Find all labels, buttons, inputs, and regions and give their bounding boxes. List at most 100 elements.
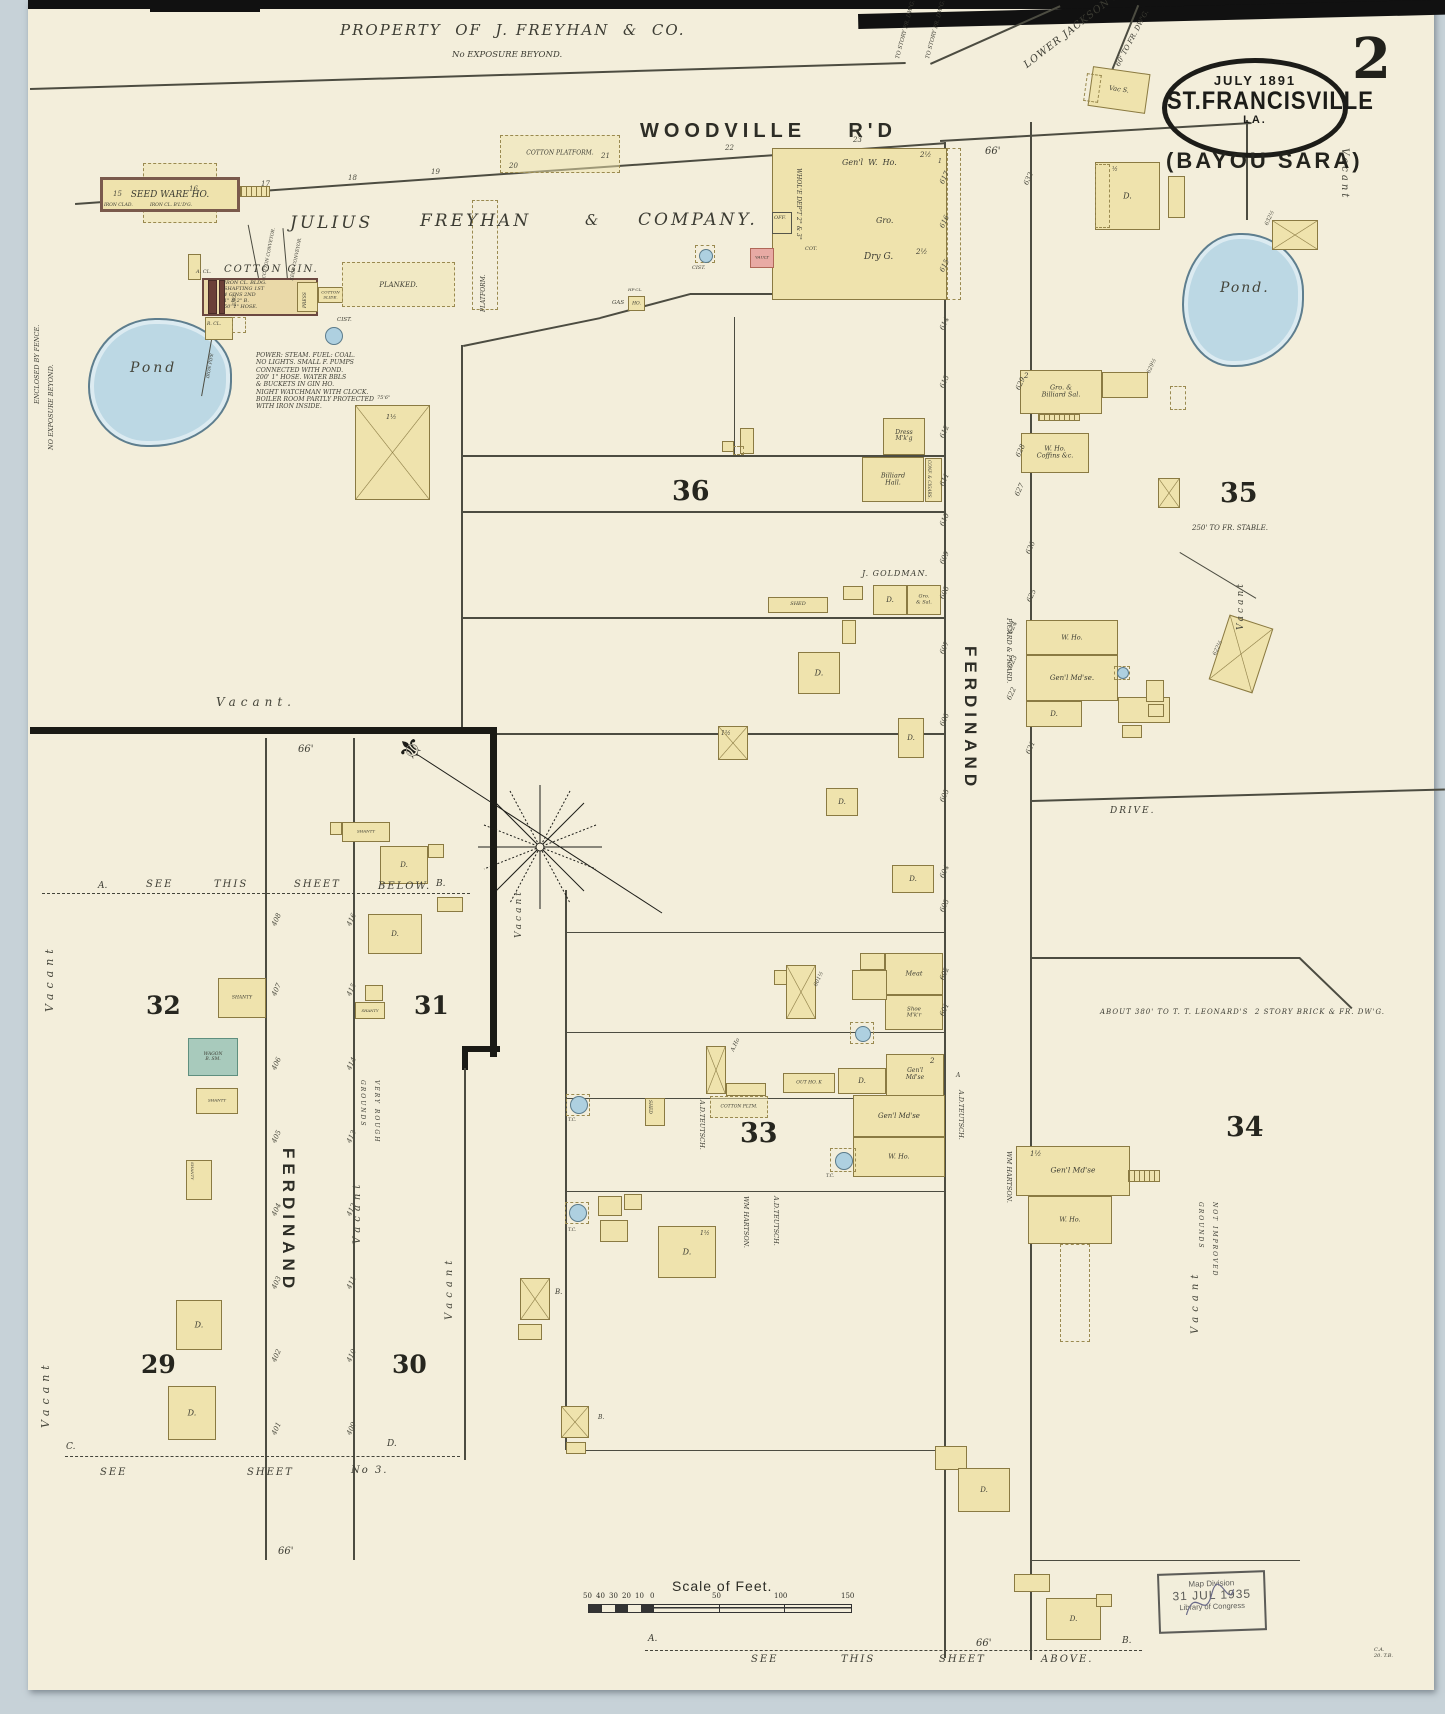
- building: [428, 844, 444, 858]
- building: [518, 1324, 542, 1340]
- building: [772, 212, 792, 234]
- map-label: 413: [345, 1128, 358, 1145]
- map-label: Vacant: [43, 944, 56, 1012]
- building: [726, 1083, 766, 1096]
- building: D.: [176, 1300, 222, 1350]
- building: D.: [1046, 1598, 1101, 1640]
- map-label: 75'6": [377, 395, 391, 401]
- cistern-block33: [855, 1026, 871, 1042]
- building-label: WAGON B. SM.: [203, 1051, 223, 1062]
- map-label: PRESS: [303, 292, 308, 308]
- building: [437, 897, 463, 912]
- building-label: SHANTY: [357, 828, 375, 834]
- map-label: 414: [345, 1055, 358, 1072]
- crossed-mark: [521, 1279, 549, 1319]
- map-label: 603: [938, 897, 951, 914]
- map-label: Vacant: [1190, 1269, 1201, 1334]
- map-line: [1298, 957, 1353, 1009]
- map-line: [30, 727, 497, 734]
- torn-edge: [150, 7, 260, 12]
- block-number-36: 36: [672, 476, 710, 507]
- building: Gen'l Md'se: [853, 1095, 945, 1137]
- map-label: 612: [938, 423, 951, 440]
- map-label: 629½: [1146, 357, 1159, 375]
- map-label: B.: [436, 879, 446, 889]
- building: HO.: [628, 296, 645, 311]
- map-label: ABOVE.: [1041, 1654, 1094, 1665]
- stamp-handwriting: [1185, 1583, 1235, 1616]
- map-label: SEE: [146, 879, 174, 890]
- building: [947, 148, 961, 300]
- building-label: D.: [1123, 191, 1132, 201]
- building-label: Gro. & Sal.: [916, 593, 932, 605]
- map-line: [567, 1450, 946, 1452]
- map-label: 2½: [920, 151, 932, 159]
- scale-tick: 40: [596, 1592, 605, 1600]
- surveyor-mark: C.A. 20. T.B.: [1374, 1647, 1393, 1659]
- building-label: D.: [814, 668, 824, 678]
- map-label: FREYHAN: [420, 211, 532, 231]
- map-line: [463, 511, 946, 513]
- map-label: A.D.TEUTSCH.: [772, 1196, 780, 1246]
- map-label: NO EXPOSURE BEYOND.: [47, 364, 55, 450]
- building: W. Ho.: [853, 1137, 945, 1177]
- building-label: Billiard Hall.: [880, 471, 906, 487]
- building-label: HO.: [632, 300, 641, 306]
- cistern-west: [325, 327, 343, 345]
- building: [1128, 1170, 1160, 1182]
- building-label: W. Ho.: [888, 1152, 910, 1161]
- block-number-31: 31: [414, 991, 449, 1020]
- map-label: IRON CLAD.: [104, 203, 133, 208]
- building-seed-warehouse: SEED WARE HO.: [100, 177, 240, 212]
- building: D.: [898, 718, 924, 758]
- map-label: Vacant: [1236, 581, 1246, 630]
- building: [1096, 1594, 1112, 1607]
- building-grocery-billiard-saloon: Gro. & Billiard Sal.: [1020, 370, 1102, 414]
- map-label: 2: [930, 1057, 935, 1065]
- building: [205, 317, 233, 340]
- map-label: Vacant.: [216, 695, 296, 709]
- map-label: SHEET: [247, 1467, 294, 1478]
- crossed-mark: [719, 727, 747, 759]
- tank-cistern-3: [569, 1204, 587, 1222]
- map-line: [567, 1032, 946, 1034]
- map-label: SHEET: [294, 879, 341, 890]
- building: [774, 970, 787, 985]
- map-label: 18: [348, 174, 357, 182]
- map-label: ENG.: [233, 293, 238, 306]
- map-label: Gro.: [876, 216, 894, 225]
- map-line: [461, 345, 463, 730]
- map-line: [65, 1456, 460, 1457]
- map-label: PLATFORM.: [480, 274, 487, 312]
- map-label: A.: [98, 881, 108, 891]
- header-exposure-label: No EXPOSURE BEYOND.: [452, 50, 563, 60]
- building-wagon-blacksmith: WAGON B. SM.: [188, 1038, 238, 1076]
- map-label: 614: [938, 315, 951, 332]
- map-label: D.: [387, 1439, 397, 1449]
- map-label: IRON CL. B'L'D'G.: [150, 203, 192, 208]
- map-label: NOT IMPROVED: [1211, 1202, 1218, 1278]
- map-line: [1032, 788, 1445, 802]
- building: COTTON SLIDE.: [318, 287, 343, 303]
- map-label: SHED: [647, 1100, 652, 1114]
- torn-edge: [28, 0, 1434, 9]
- map-label: B.: [1122, 1636, 1132, 1646]
- map-label: SHANTY: [190, 1162, 195, 1180]
- map-label: 16: [189, 185, 198, 193]
- map-label: 66': [278, 1546, 294, 1557]
- map-label: &: [585, 211, 599, 229]
- map-label: 622: [1005, 685, 1018, 702]
- map-label: Gen'l W. Ho.: [842, 158, 897, 167]
- map-label: A.: [648, 1634, 658, 1644]
- map-label: 406: [270, 1055, 283, 1072]
- building-label: SHANTY: [231, 995, 253, 1001]
- map-label: CIST.: [337, 317, 352, 323]
- map-label: 66': [976, 1638, 992, 1649]
- building-label: Dress M'k'g: [895, 428, 913, 443]
- building: D.: [892, 865, 934, 893]
- scale-tick: 150: [841, 1592, 855, 1600]
- pond-label-east: Pond.: [1220, 280, 1270, 296]
- map-label: COMPANY.: [638, 210, 758, 230]
- compass-rose-icon: ⚜: [390, 728, 663, 914]
